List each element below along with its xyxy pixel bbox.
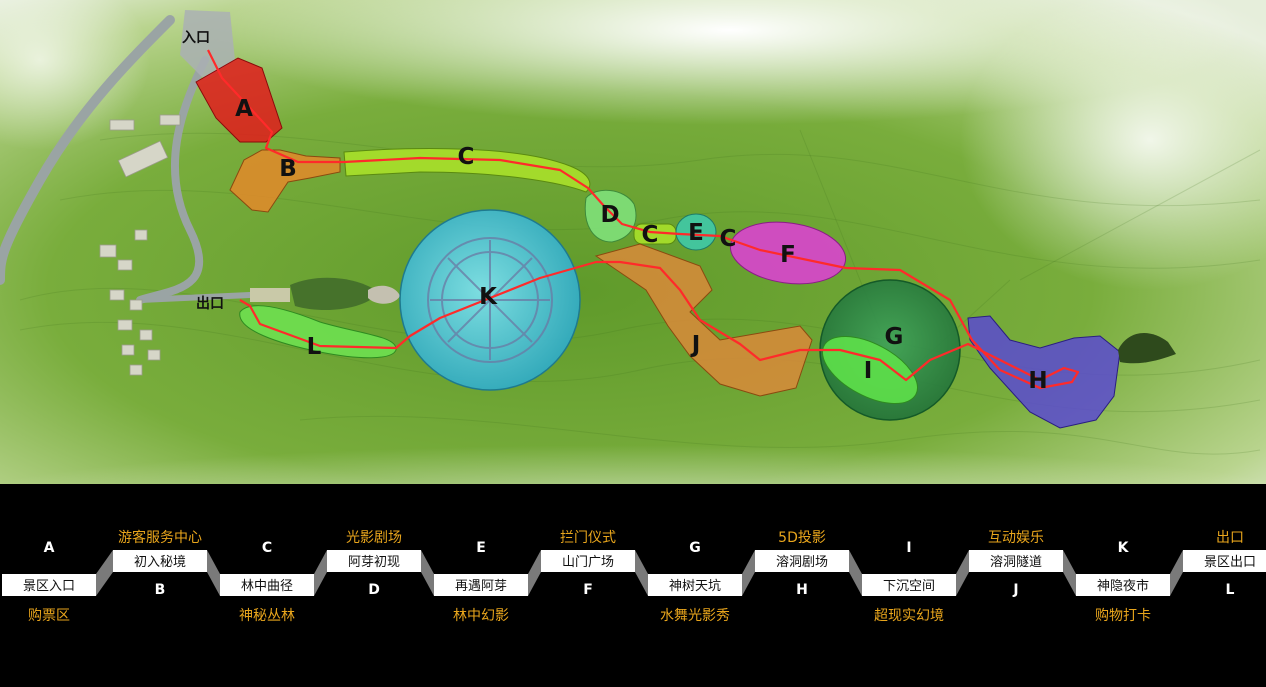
legend-connector bbox=[207, 550, 220, 596]
legend-connector bbox=[528, 550, 541, 596]
legend-stop-category: 超现实幻境 bbox=[874, 608, 944, 624]
legend-stop-category: 5D投影 bbox=[778, 530, 826, 546]
zone-d-letter: D bbox=[600, 202, 619, 228]
legend-stop-name: 溶洞剧场 bbox=[776, 555, 828, 570]
legend-stop-letter: L bbox=[1226, 582, 1235, 598]
legend-stop-letter: K bbox=[1118, 540, 1130, 556]
zone-k-structure bbox=[427, 237, 553, 363]
zone-h-area bbox=[967, 315, 1121, 429]
zone-a-letter: A bbox=[235, 96, 253, 122]
legend-stop-box bbox=[969, 550, 1063, 572]
entrance-plaza bbox=[180, 10, 235, 80]
exit-label: 出口 bbox=[196, 295, 224, 312]
legend-stop-box bbox=[2, 574, 96, 596]
legend-stop-box bbox=[541, 550, 635, 572]
legend-connector bbox=[1063, 550, 1076, 596]
legend-connector bbox=[635, 550, 648, 596]
legend-stop-letter: F bbox=[583, 582, 593, 598]
zone-i-letter: I bbox=[864, 358, 873, 384]
entrance-label: 入口 bbox=[182, 30, 210, 46]
legend-connector bbox=[421, 550, 434, 596]
zone-f-area bbox=[729, 221, 847, 285]
cloud-wash-right bbox=[960, 0, 1266, 290]
legend-stop-box bbox=[648, 574, 742, 596]
legend-stop-letter: D bbox=[368, 582, 380, 598]
legend-stop-category: 光影剧场 bbox=[346, 530, 402, 546]
legend-stop-box bbox=[1183, 550, 1266, 572]
legend-stop-name: 阿芽初现 bbox=[348, 555, 400, 570]
zone-c-letter-3: C bbox=[720, 226, 737, 252]
legend-stop-letter: I bbox=[906, 540, 911, 556]
village-buildings bbox=[99, 114, 181, 376]
legend-stop-letter: A bbox=[44, 540, 55, 556]
zone-b-area bbox=[229, 149, 341, 213]
legend-stop-category: 神秘丛林 bbox=[239, 608, 295, 624]
park-site-map: A B C D C E C F G H I J K L 入口 出口 bbox=[0, 0, 1266, 484]
zone-k-letter: K bbox=[479, 284, 498, 310]
legend-stop-name: 景区入口 bbox=[23, 579, 75, 594]
cloud-wash-left bbox=[0, 0, 150, 150]
zone-c-letter: C bbox=[458, 144, 475, 170]
legend-stop-box bbox=[113, 550, 207, 572]
legend-stop-box bbox=[220, 574, 314, 596]
legend-stop-name: 神树天坑 bbox=[669, 579, 721, 594]
legend-stop-category: 出口 bbox=[1216, 530, 1244, 546]
exit-woodland bbox=[290, 277, 378, 311]
legend-stop-box bbox=[434, 574, 528, 596]
legend-stop-letter: J bbox=[1012, 582, 1018, 598]
legend-stop-box bbox=[327, 550, 421, 572]
legend-stop-name: 山门广场 bbox=[562, 555, 614, 570]
legend-stop-category: 水舞光影秀 bbox=[660, 608, 730, 624]
zone-h-letter: H bbox=[1028, 368, 1047, 394]
legend-stop-category: 购票区 bbox=[28, 608, 70, 624]
legend-connector bbox=[742, 550, 755, 596]
cloud-wash-bottom bbox=[0, 445, 1266, 484]
zone-c-letter-2: C bbox=[642, 222, 659, 248]
legend-connector bbox=[1170, 550, 1183, 596]
legend-connector bbox=[314, 550, 327, 596]
zone-l-area bbox=[239, 305, 397, 359]
zone-e-area bbox=[675, 213, 717, 251]
legend-stop-letter: C bbox=[262, 540, 272, 556]
zone-d-area bbox=[584, 189, 637, 243]
zone-h-cave-tail bbox=[1118, 332, 1176, 364]
legend-stop-category: 购物打卡 bbox=[1095, 607, 1151, 624]
exit-plaza bbox=[250, 288, 290, 302]
legend-connector bbox=[956, 550, 969, 596]
legend-stop-box bbox=[1076, 574, 1170, 596]
zone-f-letter: F bbox=[780, 242, 796, 268]
legend-background bbox=[0, 484, 1266, 687]
legend-stop-name: 溶洞隧道 bbox=[990, 554, 1042, 570]
legend-stop-name: 初入秘境 bbox=[134, 555, 186, 570]
legend-stop-category: 游客服务中心 bbox=[118, 529, 202, 546]
legend-stop-letter: B bbox=[155, 582, 166, 598]
legend-stop-name: 景区出口 bbox=[1204, 555, 1256, 570]
zone-e-letter: E bbox=[688, 220, 704, 246]
legend-stop-category: 林中幻影 bbox=[453, 608, 509, 624]
legend-stop-category: 拦门仪式 bbox=[560, 530, 616, 546]
legend-stop-name: 林中曲径 bbox=[241, 579, 293, 594]
exit-rock bbox=[368, 285, 400, 304]
legend-connector bbox=[849, 550, 862, 596]
zone-i-area bbox=[821, 335, 919, 405]
legend-stop-name: 再遇阿芽 bbox=[455, 579, 507, 594]
legend-stop-box bbox=[755, 550, 849, 572]
legend-stop-letter: H bbox=[796, 582, 808, 598]
zone-l-letter: L bbox=[307, 334, 322, 360]
legend-stop-name: 神隐夜市 bbox=[1097, 578, 1149, 594]
legend-stop-name: 下沉空间 bbox=[883, 579, 935, 594]
legend-stop-category: 互动娱乐 bbox=[988, 530, 1044, 546]
zone-b-letter: B bbox=[279, 156, 297, 182]
legend-stop-letter: G bbox=[689, 540, 701, 556]
legend-stop-letter: E bbox=[476, 540, 486, 556]
zone-j-letter: J bbox=[690, 332, 701, 358]
legend-stop-box bbox=[862, 574, 956, 596]
access-roads bbox=[0, 15, 253, 304]
tour-route bbox=[207, 49, 1080, 390]
zone-g-letter: G bbox=[885, 324, 904, 350]
legend-connector bbox=[96, 550, 113, 596]
